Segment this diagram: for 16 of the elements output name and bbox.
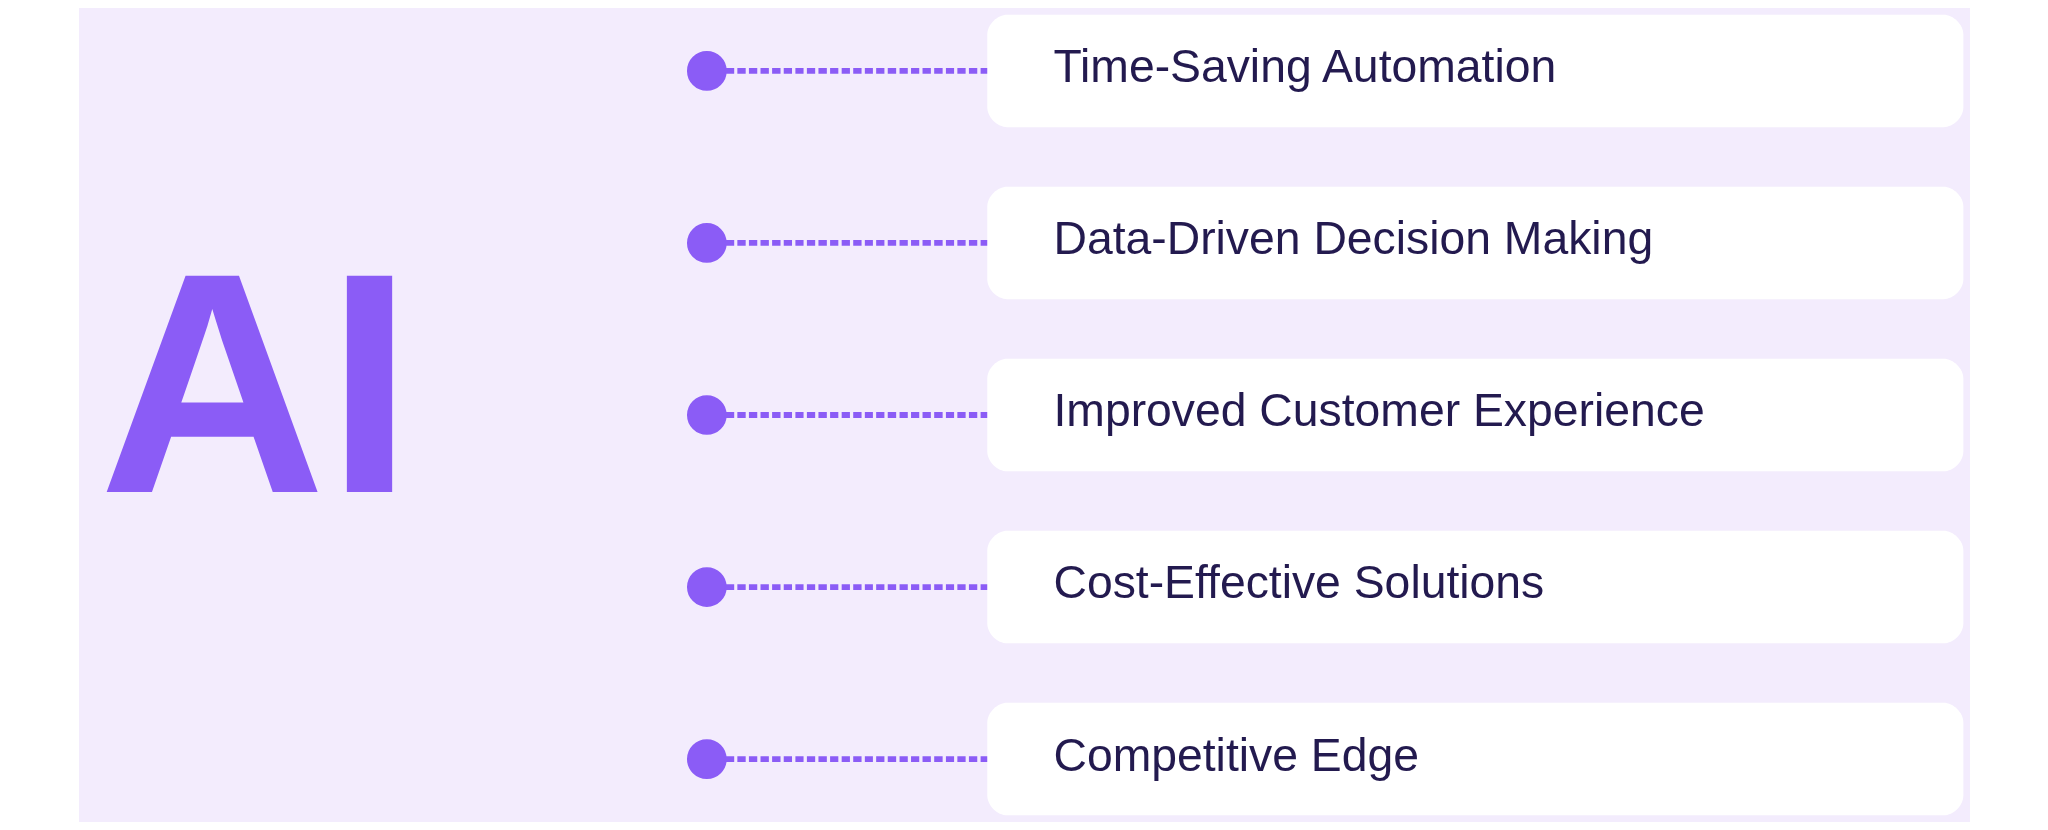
node-circle [686, 567, 727, 607]
node-circle [686, 739, 727, 779]
node-box: Cost-Effective Solutions [986, 530, 1963, 644]
connector [725, 412, 987, 418]
node-box: Data-Driven Decision Making [986, 186, 1963, 300]
node-box: Competitive Edge [986, 702, 1963, 816]
node-box: Improved Customer Experience [986, 358, 1963, 472]
label: AI [98, 206, 413, 559]
connector [725, 240, 987, 246]
node-circle [686, 51, 727, 91]
node-box: Time-Saving Automation [986, 14, 1963, 128]
node-circle [686, 395, 727, 435]
connector [725, 756, 987, 762]
connector [725, 68, 987, 74]
connector [725, 584, 987, 590]
node-circle [686, 223, 727, 263]
